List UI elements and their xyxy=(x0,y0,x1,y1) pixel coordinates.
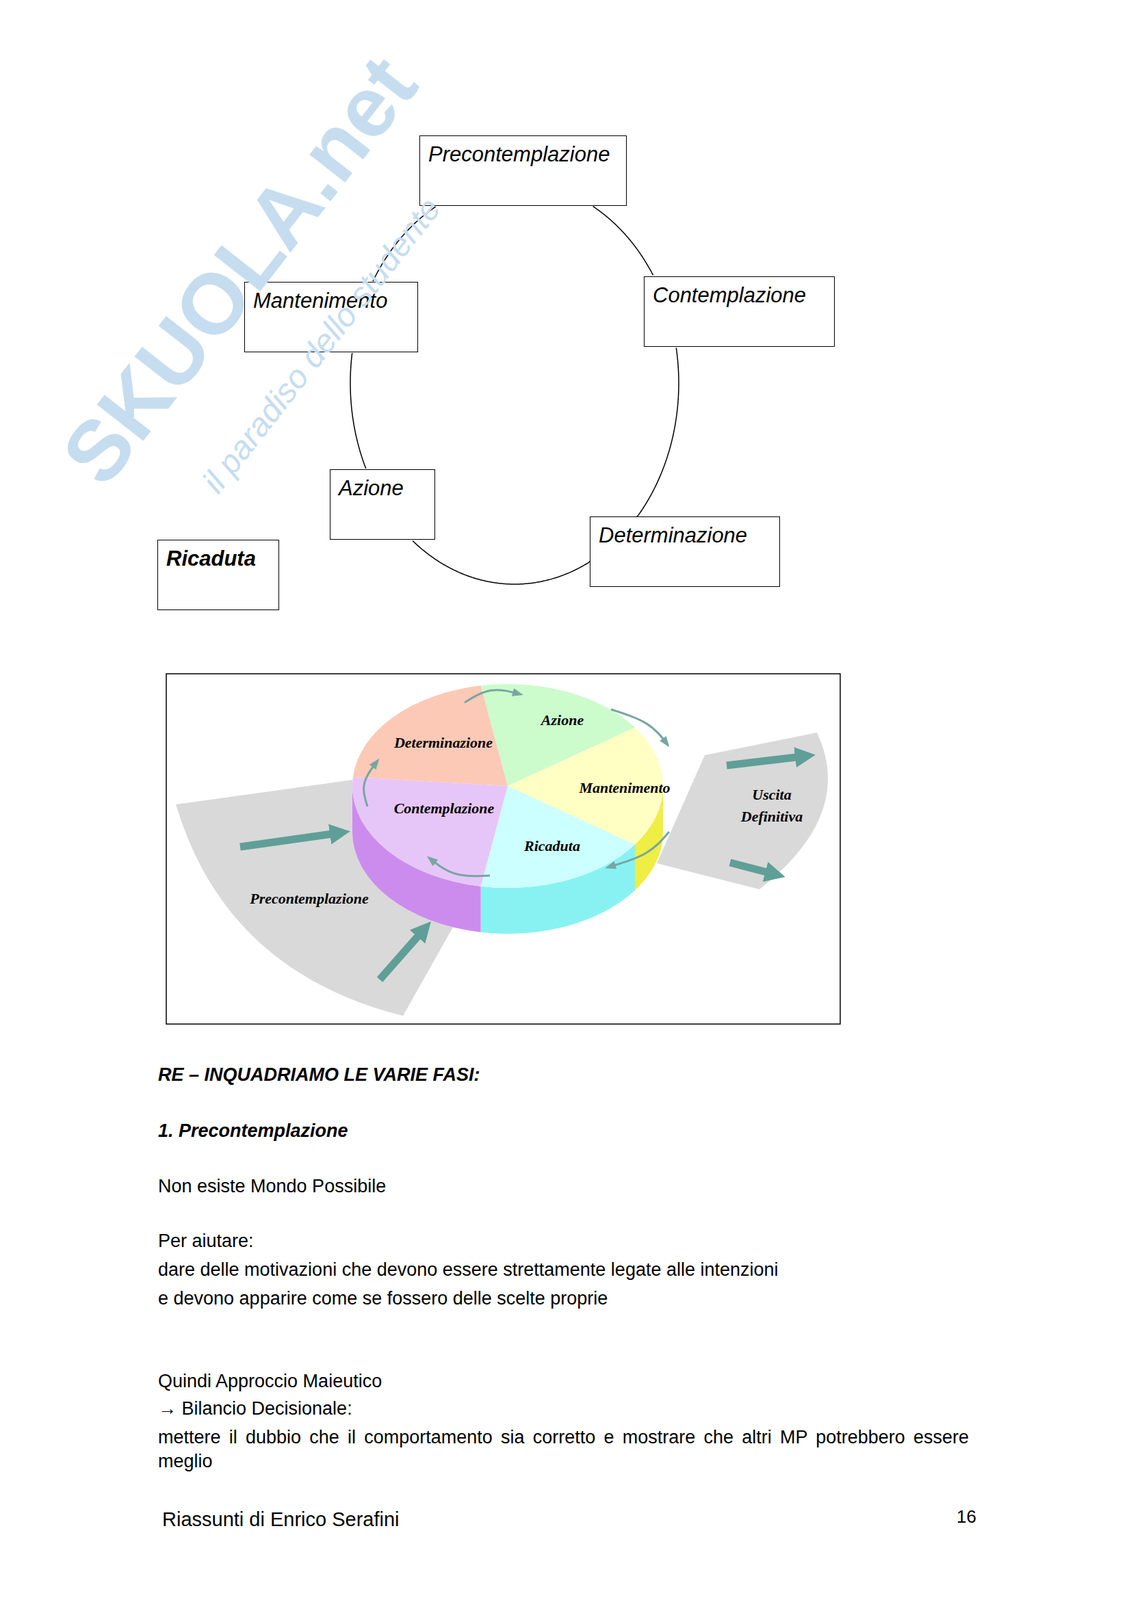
cycle-arrow xyxy=(607,832,670,868)
pie-sector xyxy=(352,777,508,887)
node-label: Determinazione xyxy=(598,522,748,549)
pie-sector-label: Ricaduta xyxy=(524,835,581,858)
pie-sector-label: Azione xyxy=(541,709,584,732)
flow-arrow xyxy=(240,832,343,848)
cycle-arrow xyxy=(611,709,668,746)
exit-band xyxy=(656,732,828,890)
body-paragraph: mettere il dubbio che il comportamento s… xyxy=(158,1425,969,1474)
section-heading: RE – INQUADRIAMO LE VARIE FASI: xyxy=(158,1063,481,1088)
node-label: Precontemplazione xyxy=(249,888,369,910)
stage-box: Azione xyxy=(329,469,436,540)
cycle-arrow xyxy=(464,690,521,703)
page-footer: Riassunti di Enrico Serafini xyxy=(162,1507,400,1534)
node-label: Uscita Definitiva xyxy=(720,784,824,828)
pie-sector-label: Mantenimento xyxy=(578,777,670,800)
node-label: Azione xyxy=(541,709,584,732)
relapse-box: Ricaduta xyxy=(157,539,280,611)
node-label: Precontemplazione xyxy=(428,141,610,167)
node-label: Mantenimento xyxy=(578,777,670,800)
band-label: Uscita Definitiva xyxy=(720,784,824,828)
pie-sector-label: Determinazione xyxy=(394,732,493,754)
body-text: Non esiste Mondo Possibile xyxy=(158,1174,386,1199)
pie-sector xyxy=(481,786,635,889)
cycle-arc xyxy=(350,353,367,469)
body-text: Quindi Approccio Maieutico xyxy=(158,1369,382,1394)
cycle-arc xyxy=(593,206,654,276)
body-text: Per aiutare: xyxy=(158,1229,254,1254)
flow-arrow xyxy=(379,927,426,980)
node-label: Azione xyxy=(338,475,404,501)
body-text: dare delle motivazioni che devono essere… xyxy=(158,1258,779,1283)
cycle-arrow xyxy=(429,858,490,877)
stage-box: Precontemplazione xyxy=(419,135,627,206)
node-label: Ricaduta xyxy=(524,835,581,858)
pie-sector-label: Contemplazione xyxy=(394,797,495,820)
node-label: Ricaduta xyxy=(166,546,256,572)
node-label: Determinazione xyxy=(394,732,493,754)
stage-box: Determinazione xyxy=(589,516,780,588)
body-text: e devono apparire come se fossero delle … xyxy=(158,1287,608,1311)
node-label: Contemplazione xyxy=(394,797,495,820)
body-text: → Bilancio Decisionale: xyxy=(158,1397,353,1422)
cycle-arc xyxy=(642,347,679,510)
page-number: 16 xyxy=(956,1505,977,1530)
pie-sector xyxy=(353,685,508,787)
cycle-arrow xyxy=(364,760,378,807)
flow-arrow xyxy=(730,862,778,876)
subsection-heading: 1. Precontemplazione xyxy=(158,1119,349,1144)
node-label: Contemplazione xyxy=(652,282,806,308)
flow-arrow xyxy=(726,756,808,766)
stage-box: Contemplazione xyxy=(643,276,835,347)
band-label: Precontemplazione xyxy=(249,888,369,910)
figure-frame xyxy=(166,673,841,1025)
